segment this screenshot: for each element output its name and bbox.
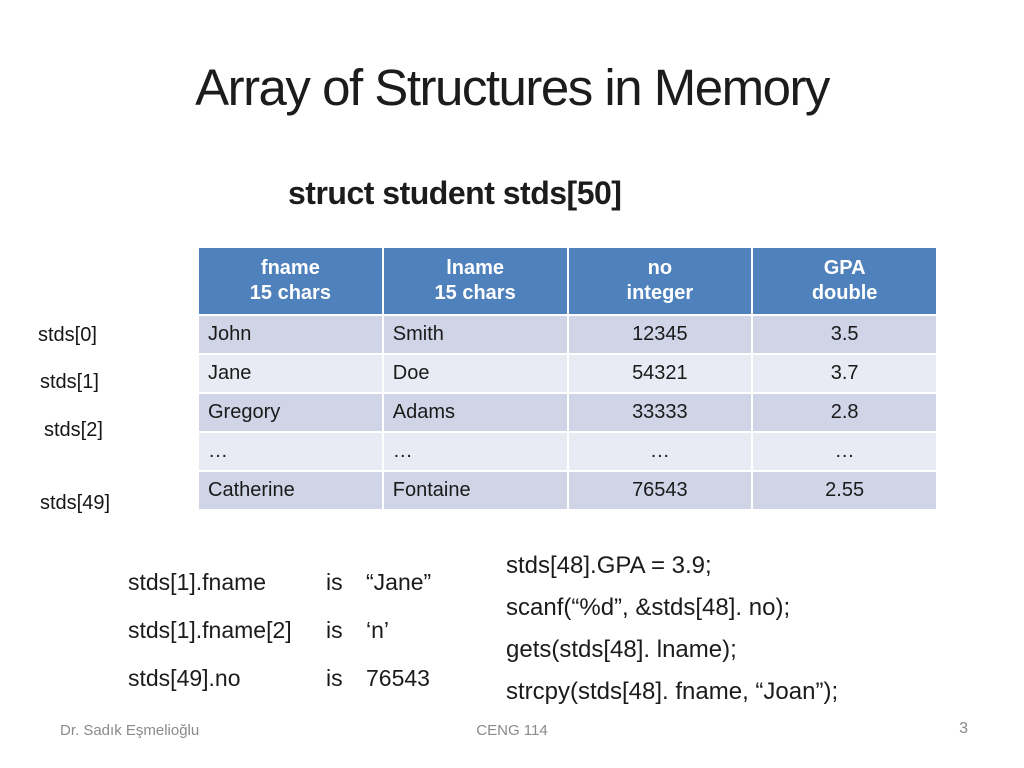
column-name: lname (446, 257, 505, 279)
code-line: strcpy(stds[48]. fname, “Joan”); (506, 678, 839, 705)
array-index-label-0: stds[0] (38, 324, 97, 346)
code-line: scanf(“%d”, &stds[48]. no); (506, 594, 791, 621)
array-index-label-2: stds[2] (44, 419, 103, 441)
footer-author: Dr. Sadık Eşmelioğlu (60, 722, 200, 739)
example-verb: is (326, 664, 343, 691)
table-row: John Smith 12345 3.5 (197, 314, 938, 355)
code-line: gets(stds[48]. lname); (506, 636, 737, 663)
column-header-fname: fname 15 chars (197, 246, 384, 316)
cell-lname: Adams (381, 392, 569, 433)
table-row: Jane Doe 54321 3.7 (197, 353, 938, 394)
example-expression: stds[49].no (128, 664, 241, 691)
column-name: no (647, 257, 673, 279)
slide-title: Array of Structures in Memory (195, 59, 830, 116)
cell-no: 33333 (566, 392, 754, 433)
cell-gpa: 3.5 (751, 314, 938, 355)
cell-fname: Catherine (197, 470, 384, 511)
access-examples: stds[1].fname is “Jane” stds[1].fname[2]… (128, 558, 431, 702)
example-expression: stds[1].fname[2] (128, 616, 292, 643)
cell-gpa: 2.8 (751, 392, 938, 433)
table-row-ellipsis: … … … … (197, 431, 938, 472)
example-verb: is (326, 568, 343, 595)
cell-fname: Gregory (197, 392, 384, 433)
cell-lname: Smith (381, 314, 569, 355)
column-type: 15 chars (249, 282, 331, 304)
column-name: GPA (823, 257, 866, 279)
memory-table-body: John Smith 12345 3.5 Jane Doe 54321 3.7 … (197, 314, 938, 511)
column-type: 15 chars (434, 282, 516, 304)
example-expression: stds[1].fname (128, 568, 267, 595)
array-index-label-49: stds[49] (40, 492, 111, 514)
example-value: ‘n’ (366, 616, 390, 643)
code-line: stds[48].GPA = 3.9; (506, 552, 712, 579)
cell-no: 12345 (566, 314, 754, 355)
table-row: Gregory Adams 33333 2.8 (197, 392, 938, 433)
cell-lname: … (381, 431, 569, 472)
table-row: Catherine Fontaine 76543 2.55 (197, 470, 938, 511)
cell-lname: Doe (381, 353, 569, 394)
cell-fname: Jane (197, 353, 384, 394)
example-value: “Jane” (366, 568, 432, 595)
column-type: double (811, 282, 878, 304)
array-index-label-1: stds[1] (40, 371, 99, 393)
column-name: fname (260, 257, 320, 279)
memory-table-header: fname 15 chars lname 15 chars no integer… (197, 246, 938, 316)
code-snippet: stds[48].GPA = 3.9; scanf(“%d”, &stds[48… (506, 545, 838, 713)
cell-no: … (566, 431, 754, 472)
cell-fname: John (197, 314, 384, 355)
cell-gpa: 2.55 (751, 470, 938, 511)
cell-fname: … (197, 431, 384, 472)
example-verb: is (326, 616, 343, 643)
column-type: integer (626, 282, 694, 304)
footer-page-number: 3 (959, 720, 968, 737)
cell-lname: Fontaine (381, 470, 569, 511)
header-row: fname 15 chars lname 15 chars no integer… (197, 246, 938, 316)
column-header-no: no integer (566, 246, 754, 316)
cell-no: 76543 (566, 470, 754, 511)
column-header-lname: lname 15 chars (381, 246, 569, 316)
cell-no: 54321 (566, 353, 754, 394)
cell-gpa: … (751, 431, 938, 472)
column-header-gpa: GPA double (751, 246, 938, 316)
subtitle-declaration: struct student stds[50] (288, 175, 622, 211)
cell-gpa: 3.7 (751, 353, 938, 394)
example-value: 76543 (366, 664, 430, 691)
memory-table: fname 15 chars lname 15 chars no integer… (197, 246, 938, 511)
footer-course: CENG 114 (476, 722, 548, 739)
